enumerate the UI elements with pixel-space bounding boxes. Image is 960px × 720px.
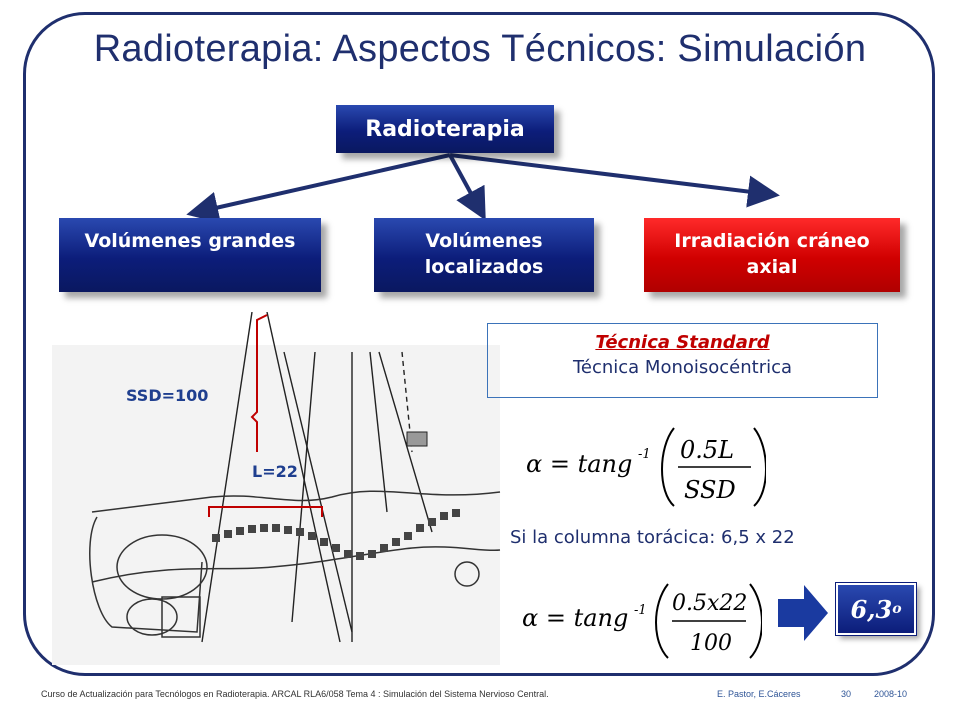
spine-simulation-image [52,312,501,665]
arrow-to-volumenes-grandes [186,153,451,224]
column-text: Si la columna torácica: 6,5 x 22 [510,527,795,548]
volumenes-grandes-box: Volúmenes grandes [59,218,321,292]
vertebrae [212,509,460,560]
slide-frame [23,12,935,676]
formula2-lhs: α = tang [522,604,628,632]
collimator-block [406,431,428,447]
irradiacion-craneo-axial-box: Irradiación cráneo axial [644,218,900,292]
formula2-numerator: 0.5x22 [672,591,747,616]
body-outline [89,490,501,638]
tecnica-monoisocentrica: Técnica Monoisocéntrica [572,357,793,378]
arrow-to-volumenes-localizados [448,154,486,221]
beam-lines [201,312,433,643]
tecnica-standard: Técnica Standard [595,332,770,353]
formula-denominator: SSD [684,476,736,504]
footer-course: Curso de Actualización para Tecnólogos e… [41,689,549,699]
image-background [52,345,500,665]
red-markers [208,314,323,517]
result-unit: o [892,601,902,617]
ssd-label: SSD=100 [126,386,209,405]
formula-inverse: -1 [638,447,651,462]
result-value: 6,3 [850,594,893,624]
formula2-inverse: -1 [634,603,647,618]
radioterapia-box: Radioterapia [336,105,554,153]
length-label: L=22 [252,462,298,481]
footer-year: 2008-10 [874,689,908,699]
formula-applied: α = tang -1 0.5x22 100 [522,580,763,664]
footer-authors: E. Pastor, E.Cáceres [717,689,801,699]
right-arrow-icon [778,585,828,641]
formula-numerator: 0.5L [680,436,734,464]
formula-lhs: α = tang [526,450,632,478]
arrow-to-irradiacion [449,153,780,208]
formula-general: α = tang -1 0.5L SSD [526,420,767,514]
left-paren [661,427,675,507]
formula2-denominator: 100 [690,631,732,656]
footer-page: 30 [841,689,852,699]
right-paren [753,427,767,507]
right-paren-2 [749,583,763,659]
left-paren-2 [655,583,669,659]
slide-title: Radioterapia: Aspectos Técnicos: Simulac… [93,28,867,70]
volumenes-localizados-box: Volúmenes localizados [374,218,594,292]
technique-box: Técnica Standard Técnica Monoisocéntrica [487,323,878,398]
